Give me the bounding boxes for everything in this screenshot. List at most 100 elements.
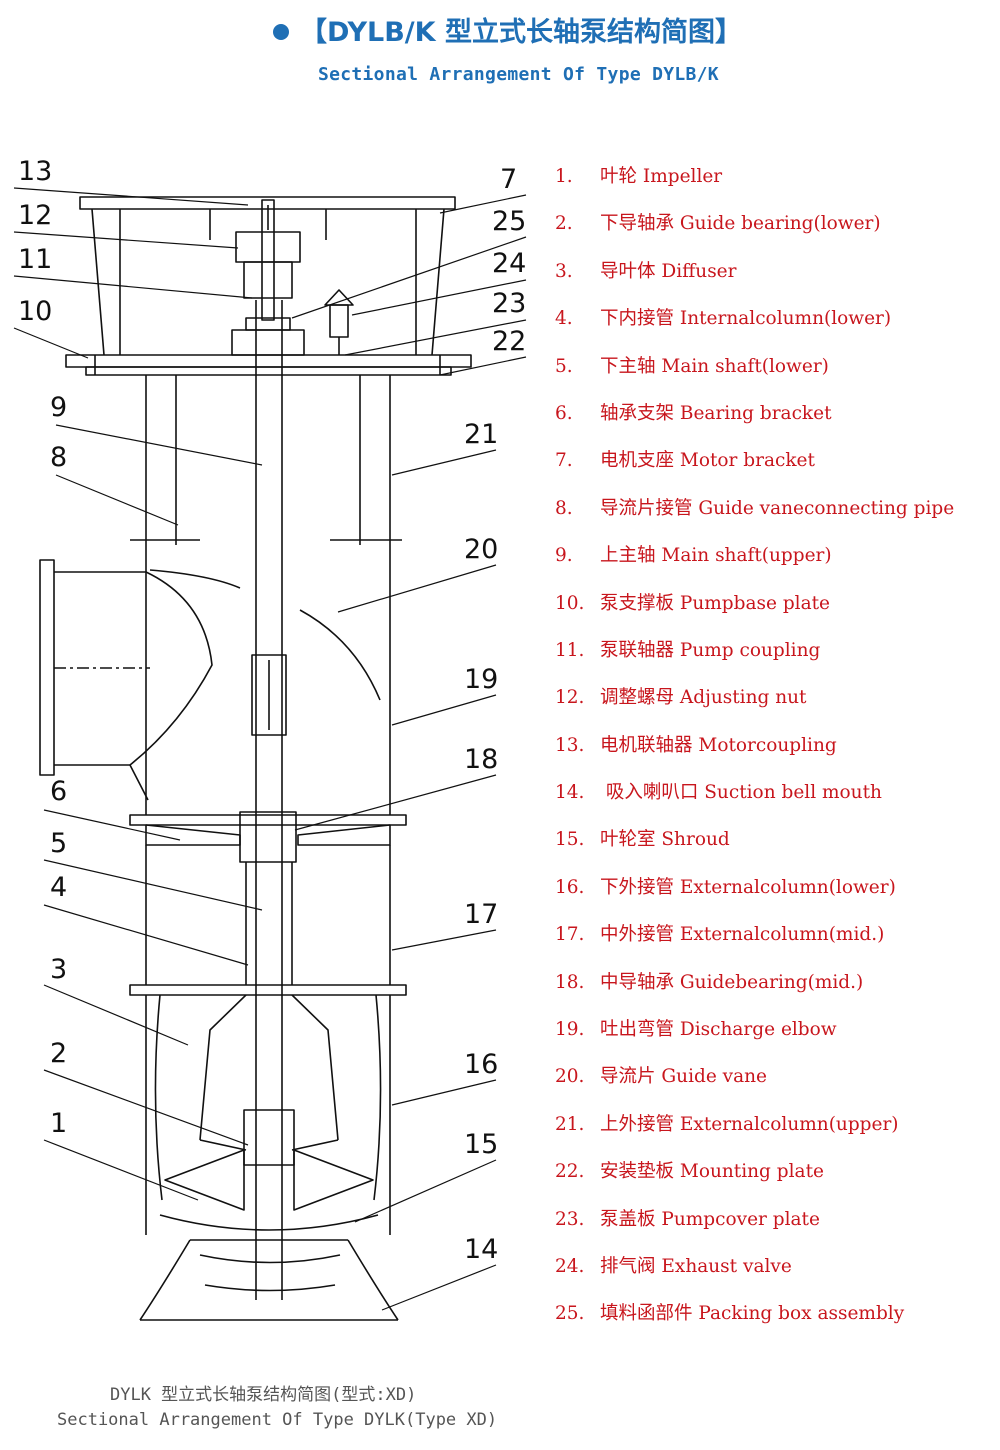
callout-3: 3 [50, 954, 67, 985]
legend-item-number: 17. [555, 924, 585, 946]
legend-item: 6. 轴承支架 Bearing bracket [555, 399, 995, 446]
legend-item-number: 18. [555, 971, 585, 993]
callout-9: 9 [50, 392, 67, 423]
callout-14: 14 [464, 1234, 498, 1265]
legend-item: 1.叶轮 Impeller [555, 162, 995, 209]
legend-item-label: 中外接管 Externalcolumn(mid.) [600, 924, 885, 946]
legend-item-number: 16. [555, 876, 585, 898]
legend-item-number: 10. [555, 592, 585, 614]
legend-item: 18. 中导轴承 Guidebearing(mid.) [555, 968, 995, 1015]
legend-item-label: 导流片 Guide vane [600, 1066, 768, 1088]
legend-item-number: 20. [555, 1066, 585, 1088]
legend-item: 15.叶轮室 Shroud [555, 825, 995, 872]
legend-item-number: 6. [555, 402, 573, 424]
legend-item: 5. 下主轴 Main shaft(lower) [555, 352, 995, 399]
legend-item-number: 13. [555, 734, 585, 756]
impeller [159, 1109, 379, 1231]
page-subtitle: Sectional Arrangement Of Type DYLB/K [318, 64, 719, 85]
legend-item-number: 21. [555, 1113, 585, 1135]
discharge-elbow [39, 559, 213, 801]
callout-15: 15 [464, 1129, 498, 1160]
legend-item-label: 下导轴承 Guide bearing(lower) [600, 213, 881, 235]
callout-5: 5 [50, 828, 67, 859]
legend-item-number: 3. [555, 260, 573, 282]
guide-vanes [130, 539, 402, 701]
legend-item-label: 泵盖板 Pumpcover plate [600, 1208, 820, 1230]
callout-7: 7 [500, 164, 517, 195]
legend-item-number: 11. [555, 639, 585, 661]
legend-item-label: 吐出弯管 Discharge elbow [600, 1019, 837, 1041]
callout-13: 13 [18, 156, 52, 187]
drawing-caption-en: Sectional Arrangement Of Type DYLK(Type … [57, 1410, 498, 1430]
legend-item: 24. 排气阀 Exhaust valve [555, 1252, 995, 1299]
legend-item-label: 导流片接管 Guide vaneconnecting pipe [600, 497, 955, 519]
base-plates [65, 354, 472, 376]
legend-item: 16.下外接管 Externalcolumn(lower) [555, 873, 995, 920]
legend-item-number: 25. [555, 1303, 585, 1325]
packing-box [231, 317, 305, 356]
callout-23: 23 [492, 288, 526, 319]
callout-labels: 13 12 11 10 9 8 6 5 4 3 2 1 7 25 24 23 2… [18, 156, 526, 1265]
callout-4: 4 [50, 872, 67, 903]
legend-item: 23. 泵盖板 Pumpcover plate [555, 1205, 995, 1252]
legend-item-number: 22. [555, 1161, 585, 1183]
legend-item: 7. 电机支座 Motor bracket [555, 446, 995, 493]
legend-item: 21.上外接管 Externalcolumn(upper) [555, 1110, 995, 1157]
mid-flange [129, 811, 407, 863]
legend-item-label: 泵支撑板 Pumpbase plate [600, 592, 830, 614]
legend-item-number: 23. [555, 1208, 585, 1230]
main-shaft [251, 300, 287, 1300]
callout-16: 16 [464, 1049, 498, 1080]
mid-column [145, 845, 391, 985]
legend-item-number: 19. [555, 1019, 585, 1041]
legend-item-label: 下主轴 Main shaft(lower) [600, 355, 829, 377]
legend-item-label: 调整螺母 Adjusting nut [600, 687, 807, 709]
legend-item-label: 排气阀 Exhaust valve [600, 1255, 792, 1277]
leader-lines [13, 187, 527, 1311]
legend-item: 3.导叶体 Diffuser [555, 257, 995, 304]
callout-21: 21 [464, 419, 498, 450]
callout-20: 20 [464, 534, 498, 565]
legend-item-number: 12. [555, 687, 585, 709]
legend-item-label: 吸入喇叭口 Suction bell mouth [600, 782, 882, 804]
legend-item-label: 中导轴承 Guidebearing(mid.) [600, 971, 864, 993]
callout-19: 19 [464, 664, 498, 695]
drawing-caption-cn: DYLK 型立式长轴泵结构简图(型式:XD) [110, 1385, 417, 1405]
legend-item-number: 14. [555, 782, 585, 804]
legend-item: 19. 吐出弯管 Discharge elbow [555, 1015, 995, 1062]
couplings [235, 199, 301, 321]
callout-22: 22 [492, 326, 526, 357]
legend-item-label: 电机支座 Motor bracket [600, 450, 815, 472]
legend-item-number: 8. [555, 497, 573, 519]
parts-legend: 1.叶轮 Impeller 2. 下导轴承 Guide bearing(lower)… [555, 162, 995, 1347]
legend-item-number: 9. [555, 545, 573, 567]
legend-item-label: 叶轮室 Shroud [600, 829, 730, 851]
legend-item: 25.填料函部件 Packing box assembly [555, 1299, 995, 1346]
legend-item: 13.电机联轴器 Motorcoupling [555, 731, 995, 778]
callout-25: 25 [492, 206, 526, 237]
legend-item-label: 上主轴 Main shaft(upper) [600, 545, 832, 567]
callout-2: 2 [50, 1038, 67, 1069]
legend-item-label: 轴承支架 Bearing bracket [600, 402, 832, 424]
suction-bell [139, 1239, 399, 1321]
upper-column [145, 375, 391, 815]
legend-item: 22. 安装垫板 Mounting plate [555, 1157, 995, 1204]
legend-item-number: 7. [555, 450, 573, 472]
legend-item-label: 泵联轴器 Pump coupling [600, 639, 821, 661]
legend-item: 17. 中外接管 Externalcolumn(mid.) [555, 920, 995, 967]
legend-item-number: 5. [555, 355, 573, 377]
legend-item: 14. 吸入喇叭口 Suction bell mouth [555, 778, 995, 825]
legend-item-label: 下内接管 Internalcolumn(lower) [600, 308, 892, 330]
pump-sectional-diagram: 13 12 11 10 9 8 6 5 4 3 2 1 7 25 24 23 2… [13, 156, 527, 1321]
legend-item: 12. 调整螺母 Adjusting nut [555, 683, 995, 730]
legend-item: 8. 导流片接管 Guide vaneconnecting pipe [555, 494, 995, 541]
legend-item: 4.下内接管 Internalcolumn(lower) [555, 304, 995, 351]
legend-item-number: 24. [555, 1255, 585, 1277]
legend-item: 2. 下导轴承 Guide bearing(lower) [555, 209, 995, 256]
legend-item-label: 安装垫板 Mounting plate [600, 1161, 824, 1183]
callout-1: 1 [50, 1108, 67, 1139]
legend-item-number: 2. [555, 213, 573, 235]
exhaust-valve [324, 289, 354, 355]
legend-item: 9. 上主轴 Main shaft(upper) [555, 541, 995, 588]
